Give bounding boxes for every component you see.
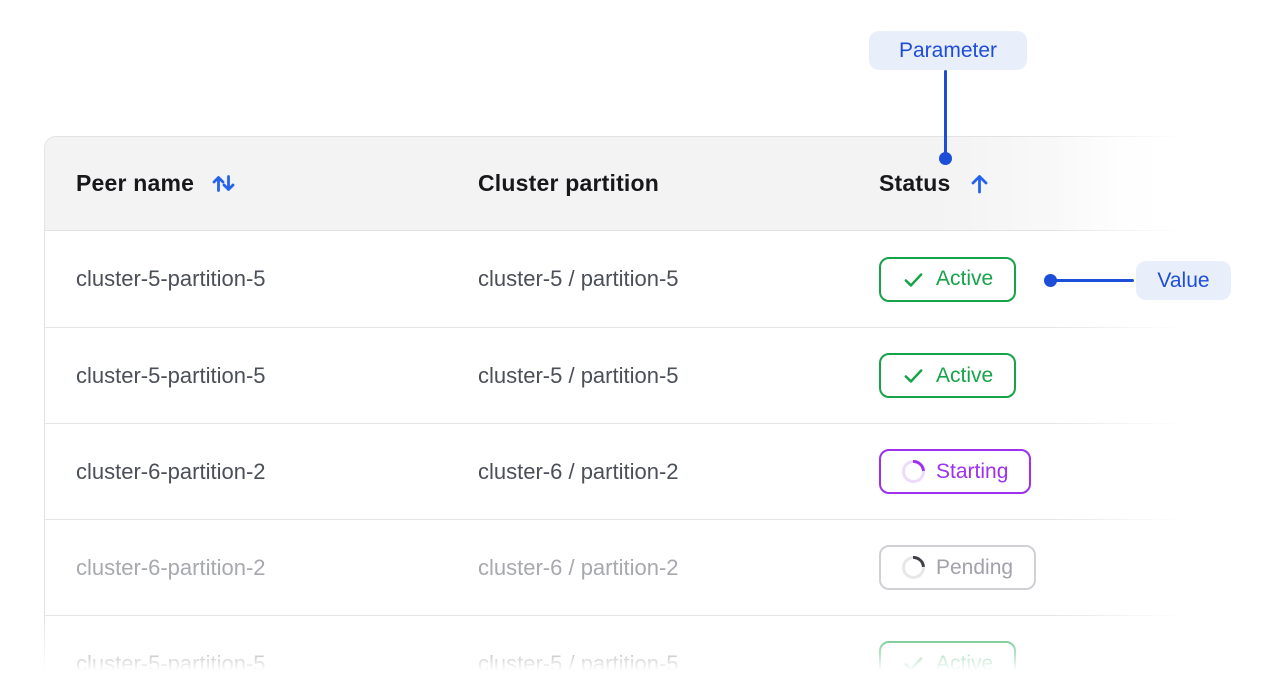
- cell-peer-name: cluster-5-partition-5: [76, 650, 266, 676]
- cell-status: Active: [879, 641, 1189, 686]
- cell-peer-name: cluster-6-partition-2: [76, 458, 266, 484]
- value-callout-label: Value: [1157, 268, 1210, 292]
- status-badge: Active: [879, 641, 1017, 686]
- cell-cluster-partition: cluster-6 / partition-2: [478, 554, 679, 580]
- parameter-callout: Parameter: [869, 31, 1027, 70]
- spinner-icon: [897, 551, 930, 584]
- checkmark-icon: [904, 657, 923, 671]
- status-badge: Starting: [879, 449, 1032, 494]
- table-row[interactable]: cluster-6-partition-2 cluster-6 / partit…: [45, 519, 1189, 615]
- cell-status: Starting: [879, 449, 1189, 494]
- cell-status: Pending: [879, 545, 1189, 590]
- sort-ascending-icon[interactable]: [966, 170, 993, 197]
- peers-table: Peer name Cluster partition Status clust…: [44, 136, 1190, 688]
- sort-updown-icon[interactable]: [209, 169, 238, 198]
- cell-peer-name: cluster-5-partition-5: [76, 362, 266, 388]
- status-label: Starting: [936, 459, 1009, 483]
- cell-cluster-partition: cluster-6 / partition-2: [478, 458, 679, 484]
- cell-status: Active: [879, 353, 1189, 398]
- table-header-row: Peer name Cluster partition Status: [45, 137, 1189, 231]
- checkmark-icon: [904, 369, 923, 383]
- column-header-peer-name[interactable]: Peer name: [76, 169, 478, 198]
- parameter-connector-line: [944, 70, 947, 155]
- table-body: cluster-5-partition-5 cluster-5 / partit…: [45, 231, 1189, 688]
- value-connector-line: [1050, 279, 1134, 282]
- cell-peer-name: cluster-6-partition-2: [76, 554, 266, 580]
- status-label: Active: [936, 651, 994, 675]
- cell-status: Active: [879, 256, 1189, 302]
- cell-peer-name: cluster-5-partition-5: [76, 266, 266, 291]
- column-header-label: Peer name: [76, 170, 195, 196]
- value-callout: Value: [1136, 261, 1231, 300]
- table-row[interactable]: cluster-5-partition-5 cluster-5 / partit…: [45, 327, 1189, 423]
- table-row[interactable]: cluster-5-partition-5 cluster-5 / partit…: [45, 231, 1189, 327]
- table-row[interactable]: cluster-5-partition-5 cluster-5 / partit…: [45, 615, 1189, 688]
- parameter-callout-label: Parameter: [898, 38, 998, 62]
- status-badge: Pending: [879, 545, 1037, 590]
- checkmark-icon: [904, 272, 923, 287]
- cell-cluster-partition: cluster-5 / partition-5: [478, 362, 679, 388]
- status-label: Active: [936, 267, 994, 290]
- spinner-icon: [897, 455, 930, 488]
- status-label: Active: [936, 363, 994, 387]
- status-badge: Active: [879, 256, 1017, 302]
- column-header-label: Cluster partition: [478, 170, 660, 196]
- parameter-connector-dot: [939, 152, 952, 165]
- cell-cluster-partition: cluster-5 / partition-5: [478, 266, 679, 291]
- column-header-status[interactable]: Status: [879, 170, 1189, 197]
- cell-cluster-partition: cluster-5 / partition-5: [478, 650, 679, 676]
- column-header-cluster-partition[interactable]: Cluster partition: [478, 170, 879, 197]
- table-row[interactable]: cluster-6-partition-2 cluster-6 / partit…: [45, 423, 1189, 519]
- value-connector-dot: [1044, 274, 1057, 287]
- status-label: Pending: [936, 555, 1014, 579]
- column-header-label: Status: [879, 170, 951, 196]
- status-badge: Active: [879, 353, 1017, 398]
